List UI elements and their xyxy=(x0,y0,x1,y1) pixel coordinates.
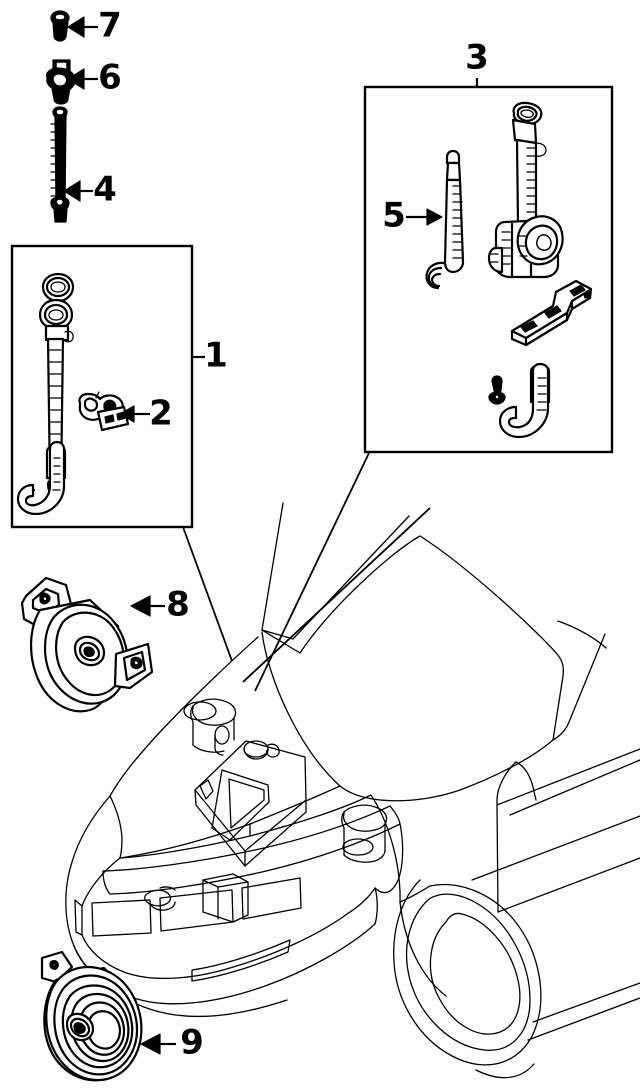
callout-label-8: 8 xyxy=(166,585,190,625)
antenna-drain-hose-j-hook xyxy=(498,362,551,439)
manual-antenna-mast-rod xyxy=(50,106,70,223)
antenna-grommet-ring xyxy=(41,272,75,303)
antenna-assembly-group-box-left xyxy=(10,244,205,529)
callout-label-9: 9 xyxy=(180,1023,204,1063)
power-antenna-mast-rod xyxy=(425,149,465,290)
callout-labels: 1 2 3 4 5 6 7 8 9 xyxy=(93,6,489,1063)
power-antenna-motor-assembly xyxy=(487,101,564,279)
callout-5-arrow xyxy=(406,208,443,226)
callout-label-6: 6 xyxy=(98,58,122,98)
callout-9-arrow xyxy=(140,1033,176,1055)
antenna-nut-lower xyxy=(45,59,76,105)
callout-label-4: 4 xyxy=(93,170,117,210)
callout-8-arrow xyxy=(130,595,165,617)
callout-4-arrow xyxy=(63,180,93,202)
leader-box3-secondary xyxy=(242,507,431,683)
antenna-nut-upper xyxy=(50,10,70,42)
callout-2-arrow xyxy=(119,405,150,423)
power-antenna-group-box-right xyxy=(363,78,614,454)
antenna-screw xyxy=(488,375,506,405)
antenna-mounting-bracket xyxy=(510,279,593,347)
group-leader-lines xyxy=(182,452,431,692)
leader-box3-to-vehicle xyxy=(254,452,370,692)
callout-label-1: 1 xyxy=(204,336,228,376)
horn-low-note xyxy=(40,950,143,1082)
callout-label-3: 3 xyxy=(465,38,489,78)
callout-label-5: 5 xyxy=(382,196,406,236)
antenna-cable-j-hook xyxy=(16,440,67,516)
vehicle-front-three-quarter-view xyxy=(65,502,640,1079)
leader-box1-to-vehicle xyxy=(182,526,233,662)
callout-label-7: 7 xyxy=(98,6,122,46)
horn-high-note xyxy=(20,576,154,713)
callout-7-arrow xyxy=(67,16,98,38)
callout-6-arrow xyxy=(67,68,98,90)
antenna-base-clip-part xyxy=(78,391,130,432)
callout-label-2: 2 xyxy=(149,394,173,434)
